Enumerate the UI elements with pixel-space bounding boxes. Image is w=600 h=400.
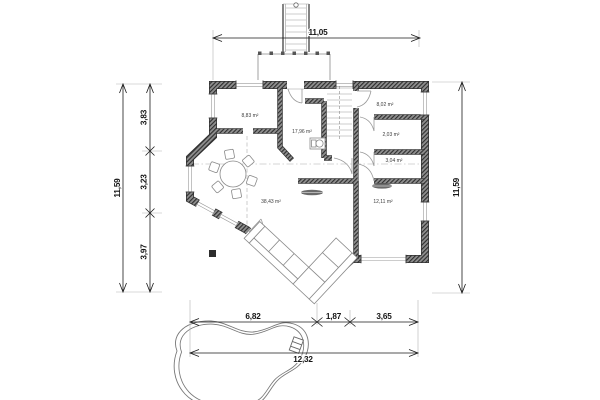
pool-ladder xyxy=(288,336,305,354)
window-bay-1 xyxy=(195,199,216,216)
window-right-upper xyxy=(420,91,430,116)
pool xyxy=(173,320,309,400)
boiler-appliance xyxy=(309,137,326,150)
dimension-right-total-value: 11,59 xyxy=(452,177,461,197)
reference-dashed-lines xyxy=(192,136,424,226)
dimension-bottom-seg-1: 6,82 xyxy=(245,312,261,321)
dimension-bottom-seg-2: 1,87 xyxy=(326,312,342,321)
dimension-left-total-value: 11,59 xyxy=(113,178,122,198)
door-room-802 xyxy=(356,90,372,108)
dining-table-set xyxy=(208,148,258,200)
room-area-label: 2,03 m² xyxy=(383,132,400,138)
radiator-room-1211 xyxy=(372,183,392,189)
window-left-upper xyxy=(208,93,218,119)
dimension-left-seg-1: 3,83 xyxy=(140,109,149,125)
room-area-label: 8,83 m² xyxy=(242,113,259,119)
dimension-right-total: 11,59 xyxy=(451,80,466,295)
window-left-lower xyxy=(185,165,195,193)
dimension-top: 11,05 xyxy=(211,27,422,42)
interior-stair xyxy=(327,86,352,140)
dimension-bottom-total-value: 12,32 xyxy=(293,355,313,364)
window-bay-2 xyxy=(218,211,239,229)
room-area-label: 3,04 m² xyxy=(386,158,403,164)
porch-posts xyxy=(258,51,330,55)
window-top-1 xyxy=(235,80,264,90)
dimension-left-seg-3: 3,97 xyxy=(140,244,149,260)
porch xyxy=(257,51,331,80)
door-room-203 xyxy=(359,116,375,132)
room-area-label: 8,02 m² xyxy=(377,102,394,108)
stair-newel xyxy=(293,2,299,8)
corner-sofa xyxy=(243,220,358,305)
dimension-bottom-seg-3: 3,65 xyxy=(376,312,392,321)
furniture xyxy=(208,137,392,305)
interior-walls xyxy=(216,85,425,259)
room-area-label: 17,96 m² xyxy=(292,129,312,135)
door-hall-living xyxy=(333,157,353,175)
exterior-stair xyxy=(282,2,310,52)
dimension-left-total: 11,59 xyxy=(112,82,127,294)
dimensions: 11,05 11,59 3,83 3,23 3,97 11,59 xyxy=(112,27,470,365)
radiator-living xyxy=(301,189,323,196)
column xyxy=(209,250,216,257)
window-top-2 xyxy=(335,80,354,90)
dining-table xyxy=(219,160,247,188)
entrance-door xyxy=(287,88,303,104)
room-area-label: 38,43 m² xyxy=(261,199,281,205)
window-right-lower xyxy=(420,201,430,222)
entrance-opening xyxy=(287,80,304,90)
dimension-left-seg-2: 3,23 xyxy=(140,174,149,190)
room-labels: 8,83 m² 17,96 m² 8,02 m² 2,03 m² 3,04 m²… xyxy=(242,102,403,205)
dimension-top-width: 11,05 xyxy=(308,28,328,37)
dimension-left-segments: 3,83 3,23 3,97 xyxy=(139,82,155,294)
door-room-304 xyxy=(359,151,375,167)
window-bottom xyxy=(360,254,407,264)
room-area-label: 12,11 m² xyxy=(373,199,393,205)
door-room-1211 xyxy=(357,163,375,182)
dimension-bottom-segments: 6,82 1,87 3,65 xyxy=(188,311,420,327)
dimension-bottom-total: 12,32 xyxy=(188,349,420,365)
